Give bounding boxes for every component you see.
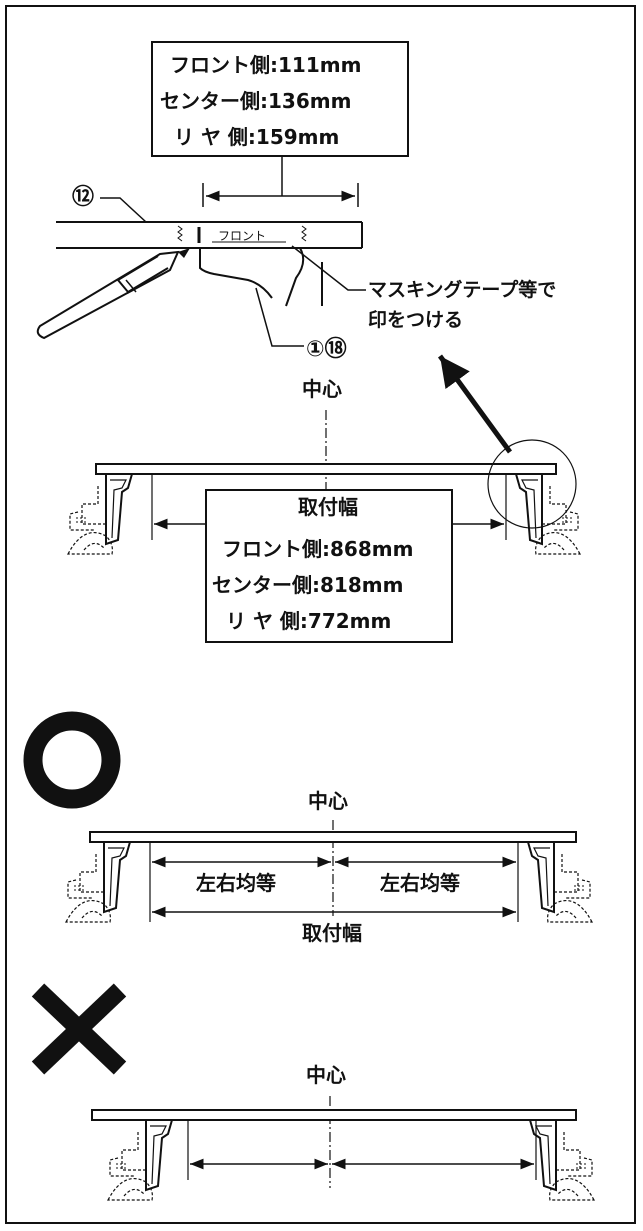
left-equal-label: 左右均等 [196,871,276,895]
plate-section: フロント [56,221,363,249]
correct-circle-icon [23,711,121,809]
part-1-18-callout: ①⑱ [255,287,347,362]
center-label-correct: 中心 [308,789,348,813]
tape-note: マスキングテープ等で 印をつける [291,245,556,331]
width-rear: リ ヤ 側:772mm [226,609,391,633]
mounting-width-label: 取付幅 [302,921,362,945]
wrong-cross-icon [31,983,127,1075]
wrong-view: 中心 [31,983,594,1201]
center-label-main: 中心 [302,377,342,401]
mounting-width-title: 取付幅 [298,495,358,519]
part-12-callout: ⑫ [72,184,147,223]
rear-side-measure: リ ヤ 側:159mm [174,125,339,149]
center-label-wrong: 中心 [306,1063,346,1087]
center-side-measure: センター側:136mm [160,89,351,113]
tape-label: フロント [218,229,266,243]
width-front: フロント側:868mm [222,537,413,561]
width-center: センター側:818mm [212,573,403,597]
right-equal-label: 左右均等 [380,871,460,895]
zoom-arrow [437,354,513,454]
note-line-2: 印をつける [368,309,463,331]
correct-view: 中心 左右均等 左右均等 取付幅 [23,711,592,946]
main-view: 中心 取付幅 フロント側:868mm センター側:818mm リ ヤ 側:772… [67,377,580,643]
marker-pen [36,248,190,340]
part-12-label: ⑫ [72,184,94,210]
part-1-18-label: ①⑱ [306,336,347,362]
front-side-measure: フロント側:111mm [170,53,361,77]
measurement-box: フロント側:111mm センター側:136mm リ ヤ 側:159mm [151,41,409,157]
diagram-frame [5,5,636,1224]
note-line-1: マスキングテープ等で [368,278,556,301]
